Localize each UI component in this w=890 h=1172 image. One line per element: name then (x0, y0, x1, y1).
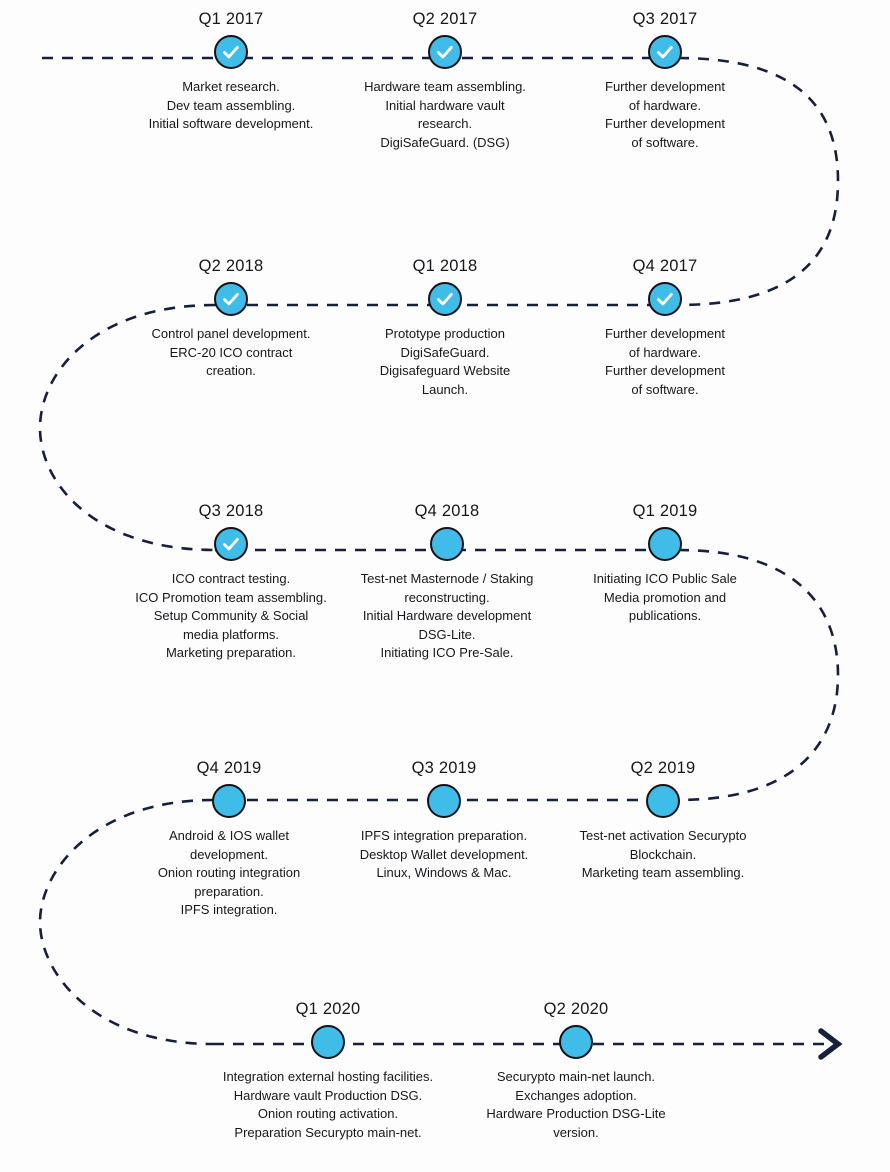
check-icon (656, 46, 673, 59)
milestone-quarter-label: Q2 2017 (412, 10, 478, 28)
milestone-description: Further development of hardware. Further… (605, 326, 725, 397)
milestone-description: Hardware team assembling. Initial hardwa… (364, 79, 526, 150)
milestone-node-completed[interactable] (648, 35, 682, 69)
milestone-description: IPFS integration preparation. Desktop Wa… (359, 828, 529, 881)
milestone-quarter-label: Q1 2019 (632, 502, 698, 520)
milestone-node-completed[interactable] (214, 282, 248, 316)
milestone-quarter-label: Q4 2018 (414, 502, 480, 520)
milestone-node-pending[interactable] (212, 784, 246, 818)
milestone-node-completed[interactable] (428, 35, 462, 69)
milestone-quarter-label: Q3 2019 (411, 759, 477, 777)
check-icon (656, 293, 673, 306)
milestone-description: Integration external hosting facilities.… (222, 1069, 434, 1140)
milestone-description: Market research. Dev team assembling. In… (148, 79, 314, 132)
milestone-description: Android & IOS wallet development. Onion … (157, 828, 301, 918)
milestone-node-pending[interactable] (430, 527, 464, 561)
milestone-description: Prototype production DigiSafeGuard. Digi… (379, 326, 511, 397)
milestone-node-completed[interactable] (648, 282, 682, 316)
milestone-quarter-label: Q2 2019 (630, 759, 696, 777)
milestone-description: Control panel development. ERC-20 ICO co… (151, 326, 311, 379)
milestone-node-pending[interactable] (427, 784, 461, 818)
milestone-quarter-label: Q4 2019 (196, 759, 262, 777)
milestone-description: Test-net Masternode / Staking reconstruc… (360, 571, 534, 661)
milestone-node-completed[interactable] (428, 282, 462, 316)
milestone-quarter-label: Q1 2020 (295, 1000, 361, 1018)
check-icon (436, 293, 453, 306)
milestone-description: Test-net activation Securypto Blockchain… (579, 828, 747, 881)
arrow-right-icon (818, 1028, 843, 1060)
milestone-description: Further development of hardware. Further… (605, 79, 725, 150)
milestone-quarter-label: Q1 2017 (198, 10, 264, 28)
milestone-node-pending[interactable] (559, 1025, 593, 1059)
check-icon (222, 538, 239, 551)
milestone-quarter-label: Q2 2018 (198, 257, 264, 275)
milestone-description: Initiating ICO Public Sale Media promoti… (593, 571, 737, 624)
milestone-node-pending[interactable] (311, 1025, 345, 1059)
check-icon (222, 293, 239, 306)
milestone-quarter-label: Q2 2020 (543, 1000, 609, 1018)
milestone-node-completed[interactable] (214, 527, 248, 561)
milestone-description: ICO contract testing. ICO Promotion team… (135, 571, 327, 661)
milestone-description: Securypto main-net launch. Exchanges ado… (486, 1069, 666, 1140)
milestone-node-pending[interactable] (648, 527, 682, 561)
milestone-node-completed[interactable] (214, 35, 248, 69)
milestone-quarter-label: Q3 2017 (632, 10, 698, 28)
milestone-quarter-label: Q3 2018 (198, 502, 264, 520)
milestone-node-pending[interactable] (646, 784, 680, 818)
milestone-quarter-label: Q4 2017 (632, 257, 698, 275)
milestone-quarter-label: Q1 2018 (412, 257, 478, 275)
check-icon (436, 46, 453, 59)
check-icon (222, 46, 239, 59)
